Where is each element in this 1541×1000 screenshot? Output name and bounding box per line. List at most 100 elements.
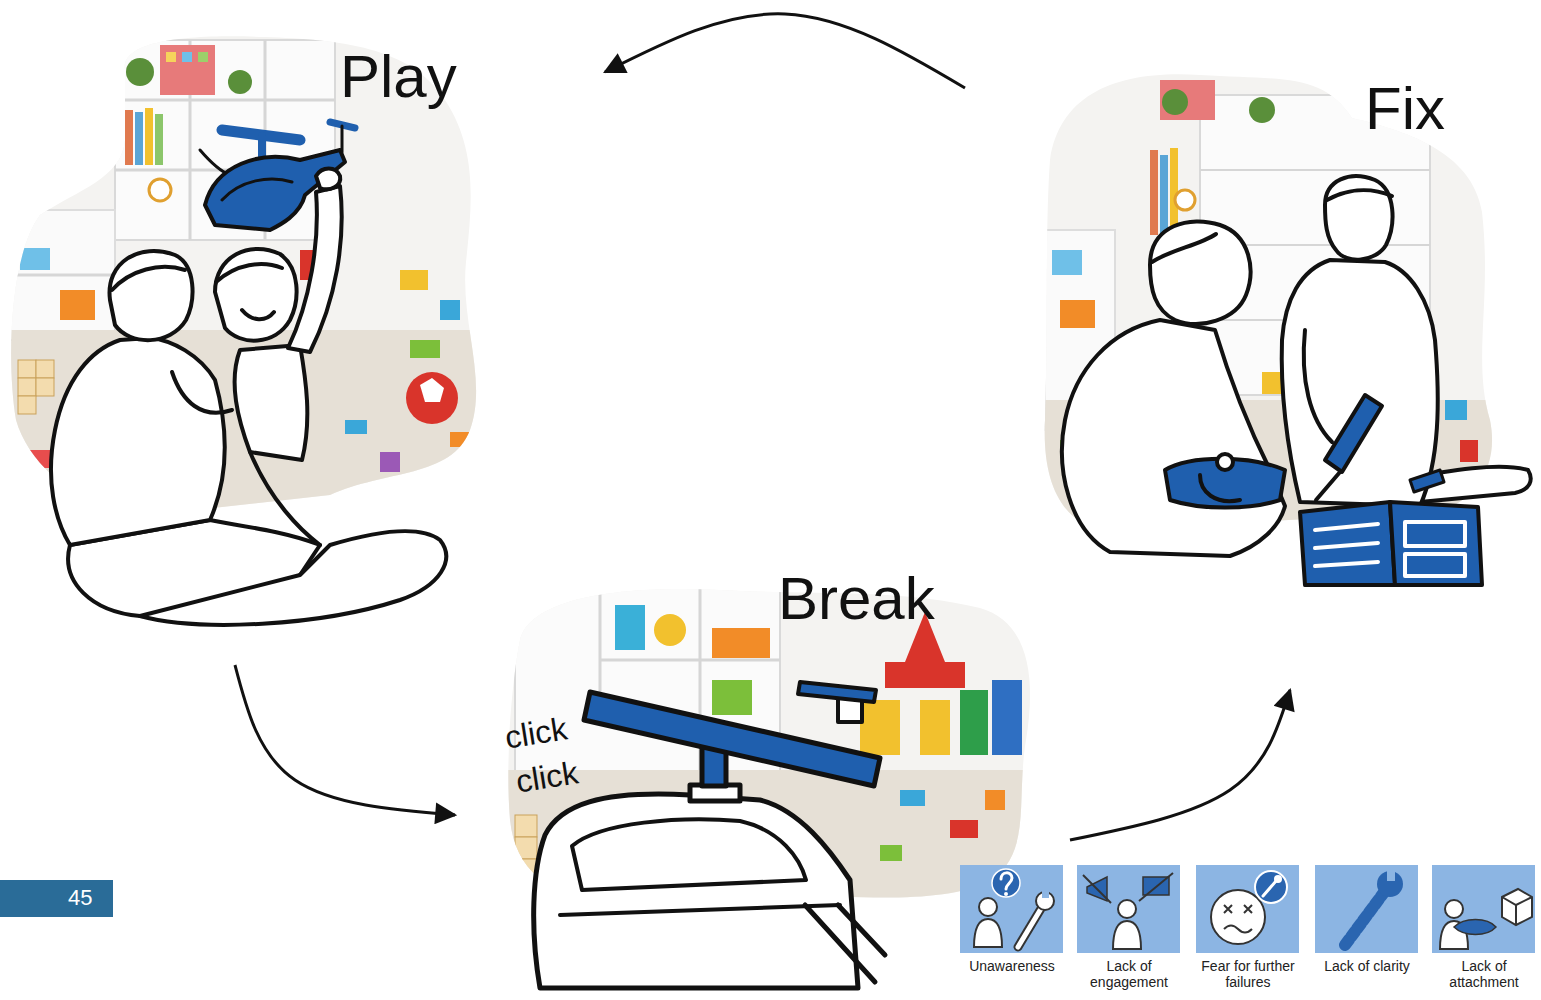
playroom-photo-part xyxy=(1175,190,1195,210)
playroom-photo-part xyxy=(450,432,475,447)
playroom-photo-part xyxy=(920,700,950,755)
playroom-photo-part xyxy=(860,700,900,755)
fix-figures-part xyxy=(1315,543,1378,548)
unawareness-icon xyxy=(960,865,1063,953)
scene-label: Fix xyxy=(1365,74,1445,143)
fix-figures-part xyxy=(1300,502,1395,585)
playroom-photo-part xyxy=(654,614,686,646)
barrier-icon: Fear for further failures xyxy=(1193,865,1303,993)
playroom-photo-part xyxy=(1160,155,1168,235)
barrier-caption: Lack of attachment xyxy=(1429,958,1539,990)
play-figures-part xyxy=(250,452,320,545)
clarity-icon-part xyxy=(1315,865,1418,953)
play-figures-part xyxy=(205,150,345,230)
fear-icon-part xyxy=(1224,926,1252,933)
fix-figures-part xyxy=(1325,176,1392,260)
unawareness-icon-part xyxy=(974,919,1002,947)
playroom-photo-part xyxy=(500,580,1040,910)
barrier-caption: Unawareness xyxy=(957,958,1067,974)
attachment-icon-part xyxy=(1502,897,1532,925)
page-number-box: 45 xyxy=(0,880,113,917)
clarity-icon-part xyxy=(1387,869,1395,881)
fix-figures-part xyxy=(1316,472,1340,500)
playroom-photo xyxy=(500,580,1040,910)
engagement-icon-part xyxy=(1077,865,1180,953)
playroom-photo-part xyxy=(712,680,752,715)
playroom-photo-part xyxy=(115,99,335,102)
fix-figures-part xyxy=(1062,320,1285,556)
play-figures-part xyxy=(222,179,292,200)
playroom-photo-part xyxy=(125,110,133,165)
fix-figures-part xyxy=(1405,554,1465,576)
playroom-photo-part xyxy=(36,378,54,396)
playroom-photo-part xyxy=(515,837,537,859)
playroom-photo-part xyxy=(1249,97,1275,123)
fear-icon-part xyxy=(1263,881,1276,896)
cycle-arrow xyxy=(235,665,455,815)
broken-helicopter-part xyxy=(798,682,876,702)
playroom-photo-part xyxy=(166,52,176,62)
playroom-photo-part xyxy=(18,396,36,414)
playroom-photo-part xyxy=(36,360,54,378)
playroom-photo-part xyxy=(880,845,902,861)
playroom-photo-part xyxy=(1170,148,1178,235)
engagement-icon-part xyxy=(1113,921,1141,949)
page-number: 45 xyxy=(68,880,92,915)
barrier-icon: Lack of attachment xyxy=(1429,865,1539,993)
playroom-photo-part xyxy=(145,108,153,165)
play-figures-part xyxy=(316,169,340,190)
playroom-photo-part xyxy=(406,372,458,424)
fix-figures-part xyxy=(1152,234,1216,262)
broken-helicopter-part xyxy=(560,905,840,915)
fear-icon-part xyxy=(1196,865,1299,953)
play-figures-part xyxy=(341,126,344,152)
attachment-icon-part xyxy=(1445,900,1463,918)
fear-icon xyxy=(1196,865,1299,953)
playroom-photo-part xyxy=(950,820,978,838)
fix-figures xyxy=(1062,176,1531,585)
playroom-photo-part xyxy=(1162,89,1188,115)
playroom-photo-part xyxy=(712,628,770,658)
unawareness-icon-part xyxy=(1018,907,1042,947)
fear-icon-part xyxy=(1211,890,1265,944)
fear-icon-part xyxy=(1224,905,1252,913)
playroom-photo-part xyxy=(615,605,645,650)
broken-helicopter-part xyxy=(805,905,875,982)
fix-figures-part xyxy=(1405,522,1465,546)
playroom-photo-part xyxy=(985,790,1005,810)
fix-figures-part xyxy=(1315,524,1378,530)
scene-blob: Break xyxy=(505,560,1030,900)
play-figures-part xyxy=(172,372,232,413)
playroom-photo-part xyxy=(10,274,115,277)
playroom-photo-part xyxy=(600,659,780,662)
playroom-photo-part xyxy=(135,112,143,165)
play-figures-part xyxy=(112,267,185,290)
barrier-icon: Unawareness xyxy=(957,865,1067,977)
playroom-photo-part xyxy=(440,300,460,320)
cycle-arrow xyxy=(1070,690,1290,840)
playroom-photo-part xyxy=(155,114,163,165)
play-figures-part xyxy=(110,251,193,340)
play-figures-part xyxy=(51,338,225,545)
unawareness-icon-part xyxy=(1018,907,1042,947)
scene-blob: Play xyxy=(10,35,485,630)
unawareness-icon-part xyxy=(1042,889,1049,898)
playroom-photo-part xyxy=(1052,250,1082,275)
fix-figures-part xyxy=(1327,190,1392,200)
fix-figures-part xyxy=(1150,221,1250,323)
broken-helicopter-part xyxy=(838,905,885,955)
barrier-icon: Lack of clarity xyxy=(1312,865,1422,977)
playroom-photo-part xyxy=(960,690,988,755)
play-figures-part xyxy=(258,136,266,158)
playroom-photo-part xyxy=(1150,150,1158,235)
unawareness-icon-part xyxy=(992,869,1020,897)
playroom-photo-part xyxy=(1445,400,1467,420)
playroom-photo-part xyxy=(60,290,95,320)
fix-figures-part xyxy=(1200,475,1240,501)
clarity-icon-part xyxy=(1345,891,1385,945)
broken-helicopter-part xyxy=(584,692,880,786)
attachment-icon-part xyxy=(1454,920,1496,935)
play-figures-part xyxy=(216,264,282,282)
